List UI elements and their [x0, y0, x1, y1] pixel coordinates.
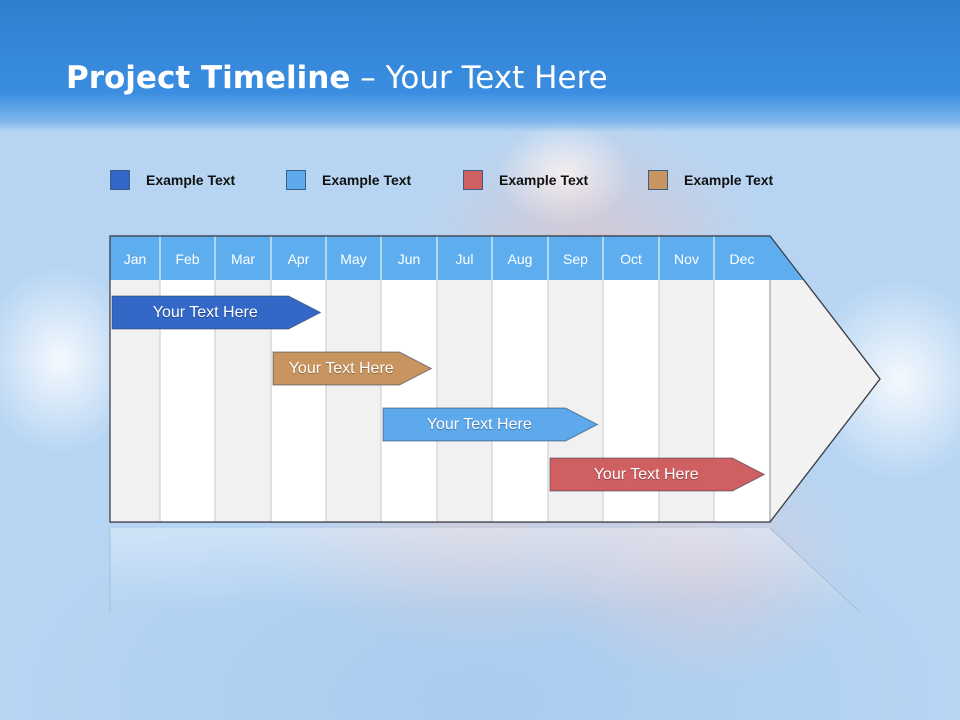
task-bar-label-3: Your Text Here [426, 416, 532, 433]
month-label-oct: Oct [620, 251, 642, 267]
page-title: Project Timeline – Your Text Here [66, 60, 608, 96]
month-column-jun [381, 280, 437, 522]
title-bold: Project Timeline [66, 60, 351, 96]
month-column-jul [437, 280, 492, 522]
title-rest: – Your Text Here [350, 60, 608, 96]
legend-label-4: Example Text [684, 172, 774, 188]
reflection-edge-right [769, 527, 861, 613]
task-bar-label-1: Your Text Here [152, 304, 258, 321]
legend-label-1: Example Text [146, 172, 236, 188]
task-bar-label-2: Your Text Here [288, 360, 394, 377]
month-label-apr: Apr [287, 251, 310, 267]
month-label-jun: Jun [397, 251, 421, 267]
legend-label-3: Example Text [499, 172, 589, 188]
month-label-feb: Feb [175, 251, 200, 267]
header-band [0, 0, 960, 132]
month-label-sep: Sep [563, 251, 588, 267]
task-bar-2 [272, 351, 433, 386]
legend-swatch-2 [286, 170, 306, 190]
month-label-mar: Mar [230, 251, 256, 267]
month-label-may: May [340, 251, 367, 267]
task-bar-1 [111, 295, 322, 330]
task-bar-3 [382, 407, 599, 442]
month-label-nov: Nov [674, 251, 699, 267]
month-column-may [326, 280, 381, 522]
legend-swatch-1 [110, 170, 130, 190]
timeline-arrow-outline [109, 235, 881, 523]
legend-swatch-3 [463, 170, 483, 190]
legend-swatch-4 [648, 170, 668, 190]
task-bar-4 [549, 457, 766, 492]
month-label-dec: Dec [729, 251, 755, 267]
chart-reflection [110, 528, 860, 610]
month-label-jan: Jan [123, 251, 147, 267]
legend-label-2: Example Text [322, 172, 412, 188]
month-column-aug [492, 280, 548, 522]
task-bar-label-4: Your Text Here [593, 466, 699, 483]
month-label-jul: Jul [455, 251, 474, 267]
month-label-aug: Aug [507, 251, 533, 267]
month-header-band [110, 236, 805, 280]
